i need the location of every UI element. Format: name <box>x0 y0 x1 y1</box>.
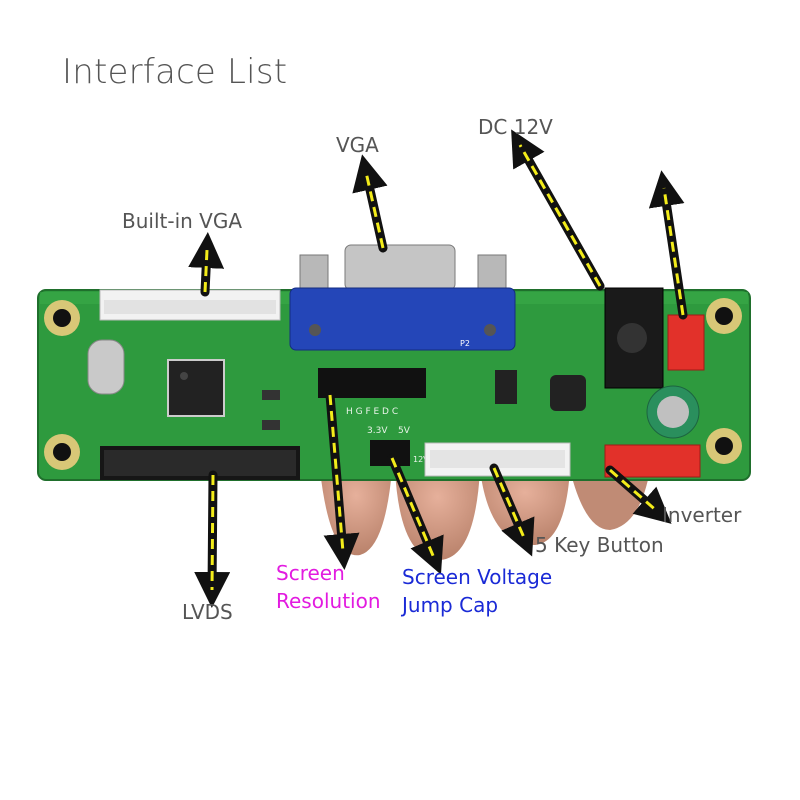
label-vga: VGA <box>336 133 379 157</box>
dc-jack <box>604 287 664 389</box>
arrow-lvds <box>194 470 231 608</box>
label-lvds: LVDS <box>182 600 233 624</box>
label-builtin-vga: Built-in VGA <box>122 209 243 233</box>
inverter-connector <box>604 444 701 478</box>
resolution-header: H G F E D C <box>318 368 426 417</box>
label-screen-resolution-line2: Resolution <box>276 589 381 613</box>
vga-port-marking: P2 <box>460 339 470 348</box>
label-screen-voltage-line1: Screen Voltage <box>402 565 553 589</box>
mounting-hole <box>44 300 80 336</box>
mounting-hole <box>706 428 742 464</box>
label-screen-resolution-line1: Screen <box>276 561 345 585</box>
arrow-top-connector <box>648 170 688 320</box>
mounting-hole <box>706 298 742 334</box>
pcb-board: P2 H G F E D C 5V 3.3V 12V <box>37 244 751 481</box>
capacitor <box>646 385 700 439</box>
marking-12v: 12V <box>413 455 429 464</box>
arrow-inverter <box>605 465 672 524</box>
page-title: Interface List <box>62 52 288 92</box>
arrow-builtin-vga <box>188 232 225 297</box>
arrow-vga <box>352 154 388 253</box>
marking-33v: 3.3V <box>367 426 388 436</box>
main-chip <box>167 359 225 417</box>
marking-5v: 5V <box>398 426 411 436</box>
arrow-screen-resolution <box>323 390 360 570</box>
arrows <box>188 129 688 608</box>
arrow-dc12v <box>511 129 605 291</box>
builtin-vga-connector <box>99 289 281 321</box>
arrow-screen-voltage <box>387 453 444 575</box>
label-dc12v: DC 12V <box>478 115 553 139</box>
resolution-letters: H G F E D C <box>346 407 398 417</box>
mounting-hole <box>44 434 80 470</box>
label-key-button: 5 Key Button <box>535 533 664 557</box>
label-inverter: Inverter <box>662 503 742 527</box>
vga-port: P2 <box>289 244 516 351</box>
lvds-header <box>100 446 300 480</box>
arrow-key-button <box>489 463 535 557</box>
crystal-oscillator <box>87 339 125 395</box>
red-connector-top <box>667 314 705 371</box>
label-screen-voltage-line2: Jump Cap <box>402 593 499 617</box>
